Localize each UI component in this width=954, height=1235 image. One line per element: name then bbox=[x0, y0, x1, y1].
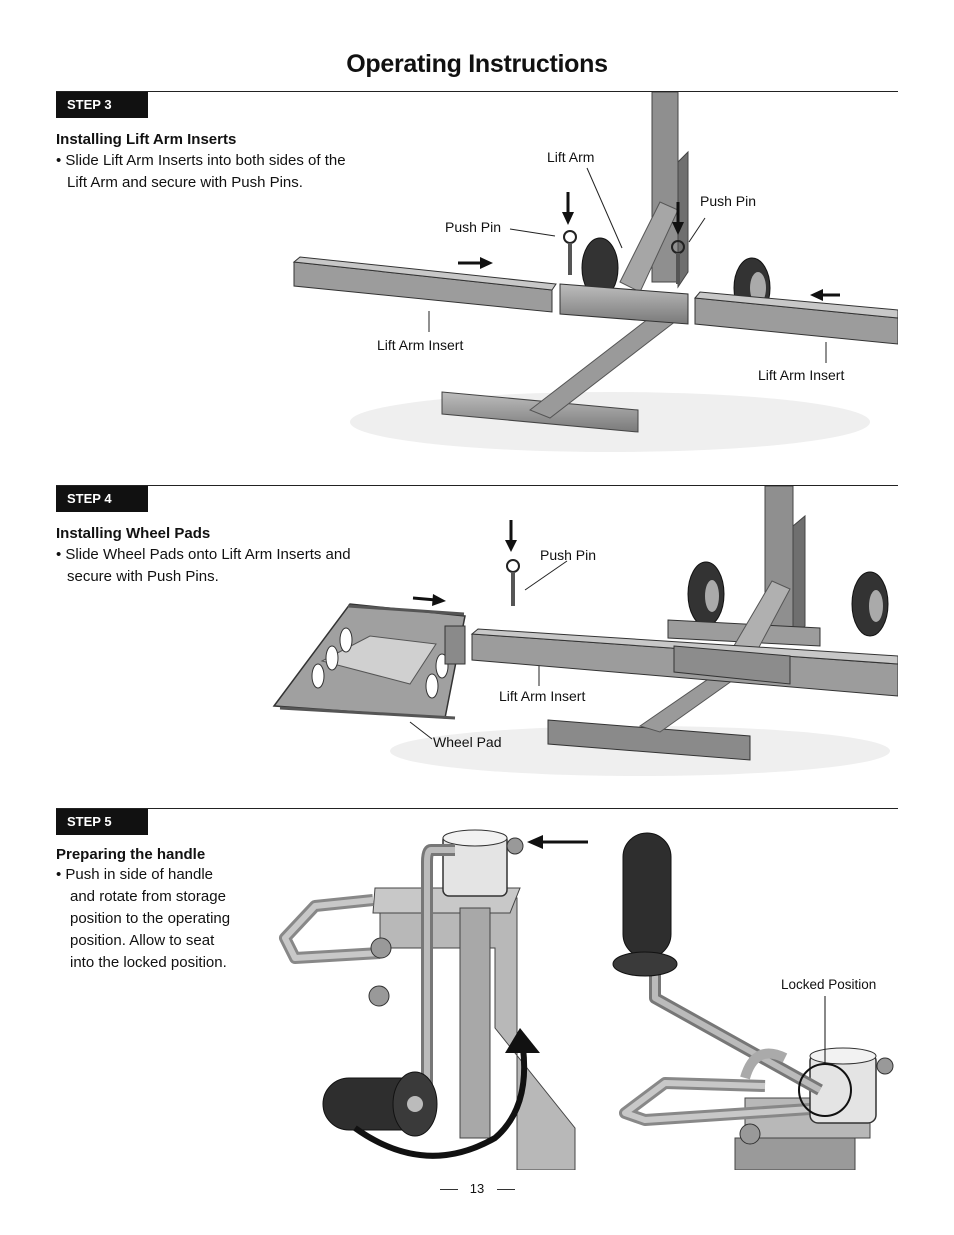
step3-line-1: • Slide Lift Arm Inserts into both sides… bbox=[56, 152, 346, 169]
label-locked-position: Locked Position bbox=[781, 977, 877, 992]
step4-instructions: • Slide Wheel Pads onto Lift Arm Inserts… bbox=[56, 544, 351, 588]
step4-badge: STEP 4 bbox=[56, 486, 148, 512]
step4-illustration bbox=[272, 486, 898, 776]
step3-illustration bbox=[292, 92, 898, 452]
step5-instructions: • Push in side of handle and rotate from… bbox=[56, 864, 230, 974]
label-lift-arm: Lift Arm bbox=[547, 149, 595, 165]
step5-illustration-storage bbox=[279, 829, 588, 1170]
step4-heading: Installing Wheel Pads bbox=[56, 525, 211, 542]
step3-instructions: • Slide Lift Arm Inserts into both sides… bbox=[56, 150, 346, 194]
label-insert: Lift Arm Insert bbox=[499, 688, 586, 704]
step3-heading: Installing Lift Arm Inserts bbox=[56, 131, 237, 148]
step3-line-2: Lift Arm and secure with Push Pins. bbox=[67, 174, 303, 191]
step5-illustration-locked bbox=[612, 832, 894, 1170]
label-wheel-pad: Wheel Pad bbox=[433, 734, 502, 750]
step5-badge: STEP 5 bbox=[56, 809, 148, 835]
step5-heading: Preparing the handle bbox=[56, 846, 206, 863]
footer-rule-right bbox=[497, 1189, 515, 1190]
step5-line-3: position to the operating bbox=[70, 910, 231, 927]
step5-line-1: • Push in side of handle bbox=[56, 866, 214, 883]
step4-line-1: • Slide Wheel Pads onto Lift Arm Inserts… bbox=[56, 546, 351, 563]
step5-line-5: into the locked position. bbox=[70, 954, 227, 971]
step5-line-2: and rotate from storage bbox=[70, 888, 226, 905]
label-insert-left: Lift Arm Insert bbox=[377, 337, 464, 353]
step3-divider bbox=[56, 91, 898, 92]
page-title: Operating Instructions bbox=[346, 50, 608, 78]
footer-rule-left bbox=[440, 1189, 458, 1190]
label-insert-right: Lift Arm Insert bbox=[758, 367, 845, 383]
step5-line-4: position. Allow to seat bbox=[70, 932, 215, 949]
page-number: 13 bbox=[469, 1181, 485, 1196]
step5-divider bbox=[56, 808, 898, 809]
step3-badge: STEP 3 bbox=[56, 92, 148, 118]
label-push-pin: Push Pin bbox=[540, 547, 597, 563]
step4-line-2: secure with Push Pins. bbox=[67, 568, 219, 585]
label-push-pin-right: Push Pin bbox=[700, 193, 757, 209]
label-push-pin-left: Push Pin bbox=[445, 219, 502, 235]
step4-divider bbox=[56, 485, 898, 486]
